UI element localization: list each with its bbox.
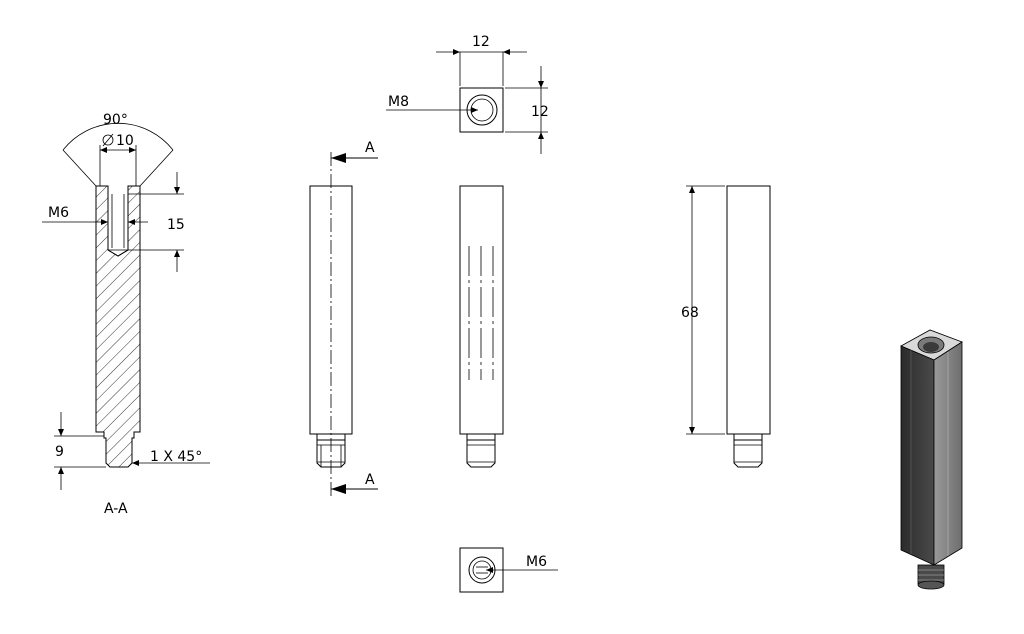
thread-label-bottom: M6 (526, 554, 547, 570)
depth-label: 15 (167, 217, 185, 233)
thread-label-m8: M8 (388, 94, 409, 110)
angle-label: 90° (103, 112, 128, 128)
depth-label-top: 12 (531, 104, 549, 120)
section-view: 90° 10 M6 15 9 1 X 45° (42, 112, 210, 517)
thread-label-m6: M6 (48, 205, 69, 221)
top-view: 12 12 M8 (386, 34, 549, 154)
front-view: A A (309, 140, 378, 498)
bottom-view: M6 (459, 547, 558, 593)
chamfer-label: 1 X 45° (150, 449, 202, 465)
width-label: 12 (472, 34, 490, 50)
diameter-label: 10 (116, 133, 134, 149)
cut-label-top: A (365, 140, 375, 156)
length-label: 68 (681, 305, 699, 321)
section-title: A-A (104, 501, 128, 517)
height-label: 9 (55, 444, 64, 460)
cut-label-bottom: A (365, 472, 375, 488)
isometric-view (900, 329, 963, 590)
side-view (459, 185, 504, 468)
right-view: 68 (681, 185, 771, 468)
